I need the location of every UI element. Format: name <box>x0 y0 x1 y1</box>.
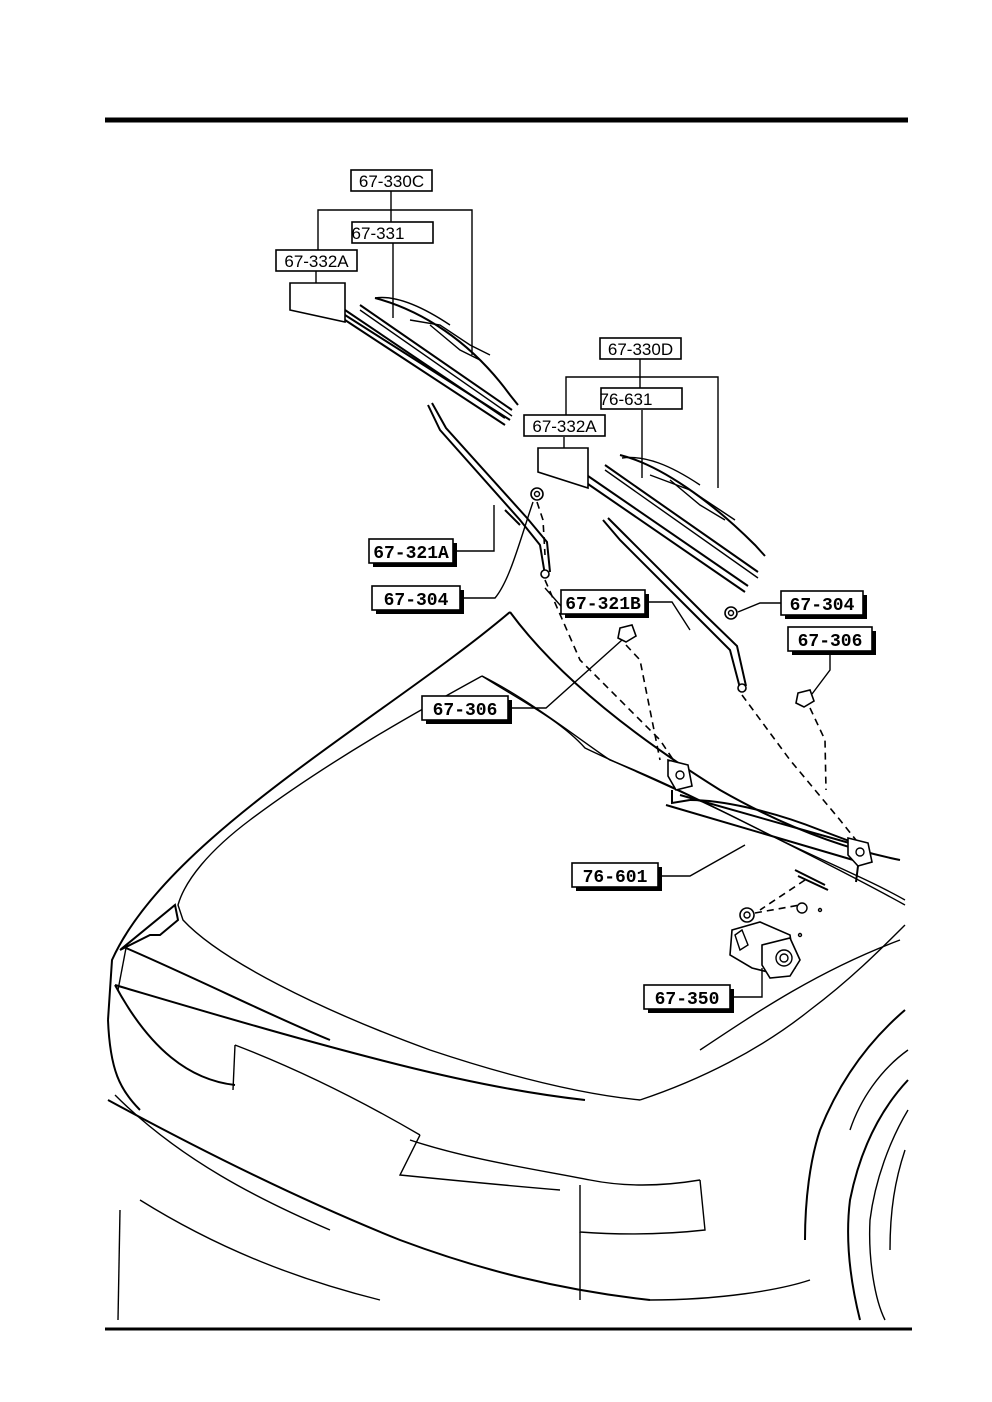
passenger-wiper-arm <box>602 517 747 693</box>
passenger-cap <box>795 689 815 708</box>
driver-cap <box>617 624 637 643</box>
passenger-nut <box>724 606 738 620</box>
alignment-dashes <box>536 501 861 911</box>
label-76-601: 76-601 <box>571 862 662 891</box>
label-67-330C: 67-330C <box>350 169 433 192</box>
label-67-350: 67-350 <box>643 984 734 1013</box>
svg-text:67-331: 67-331 <box>352 224 405 243</box>
label-67-306-passenger: 67-306 <box>787 626 876 655</box>
svg-text:67-306: 67-306 <box>433 701 498 721</box>
svg-text:67-321A: 67-321A <box>373 544 449 564</box>
label-67-304-passenger: 67-304 <box>780 590 867 619</box>
svg-text:67-304: 67-304 <box>384 591 449 611</box>
svg-text:67-332A: 67-332A <box>532 417 597 436</box>
label-67-321B: 67-321B <box>560 589 649 618</box>
car-body-illustration <box>107 611 909 1321</box>
svg-text:67-306: 67-306 <box>798 632 863 652</box>
svg-text:67-350: 67-350 <box>655 990 720 1010</box>
label-67-332A-passenger: 67-332A <box>523 414 606 437</box>
driver-wiper-blade <box>289 282 519 426</box>
label-67-331: 67-331 <box>351 221 434 244</box>
label-76-631: 76-631 <box>600 387 683 410</box>
svg-text:67-321B: 67-321B <box>565 595 641 615</box>
wiper-linkage <box>665 758 873 891</box>
svg-text:67-330C: 67-330C <box>359 172 424 191</box>
callout-leaders <box>315 190 831 998</box>
label-67-306-driver: 67-306 <box>421 695 512 724</box>
label-67-321A: 67-321A <box>368 538 457 567</box>
wiper-motor <box>729 902 823 979</box>
svg-text:67-332A: 67-332A <box>284 252 349 271</box>
svg-text:67-304: 67-304 <box>790 596 855 616</box>
svg-text:76-601: 76-601 <box>583 868 648 888</box>
label-67-330D: 67-330D <box>599 337 682 360</box>
driver-nut <box>530 487 544 501</box>
passenger-wiper-blade <box>537 447 766 593</box>
svg-text:67-330D: 67-330D <box>608 340 673 359</box>
label-67-332A-driver: 67-332A <box>275 249 358 272</box>
label-67-304-driver: 67-304 <box>371 585 464 614</box>
svg-text:76-631: 76-631 <box>600 390 653 409</box>
